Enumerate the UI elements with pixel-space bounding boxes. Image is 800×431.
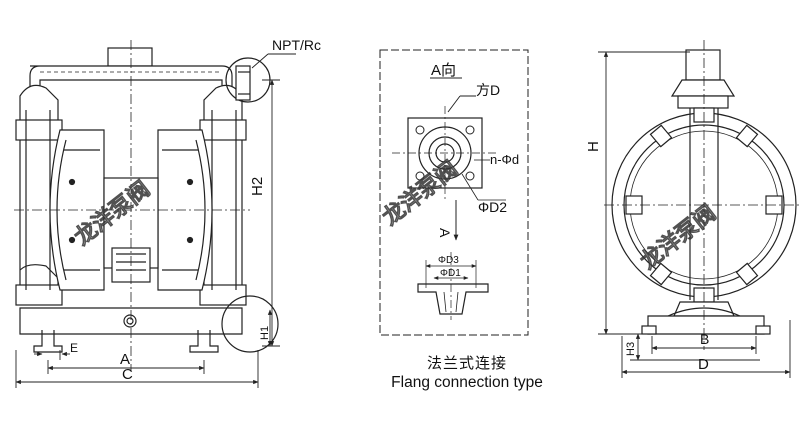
caption-en: Flang connection type	[391, 374, 543, 391]
h1-label: H1	[259, 326, 271, 340]
h3-label: H3	[625, 342, 637, 356]
outlet-detail-circle	[221, 295, 279, 353]
a-label: A	[120, 351, 130, 368]
front-dimensions	[15, 53, 296, 388]
holes-label: n-Φd	[490, 152, 519, 167]
flange-detail-frame	[379, 49, 529, 336]
side-base	[641, 301, 771, 335]
b-label: B	[700, 331, 709, 347]
side-top-outlet	[670, 49, 736, 109]
flange-section	[417, 283, 489, 315]
left-column	[15, 84, 63, 306]
c-label: C	[122, 366, 133, 383]
h2-label: H2	[249, 177, 266, 196]
front-view	[14, 40, 279, 370]
d3-label: ΦD3	[438, 255, 459, 266]
d1-label: ΦD1	[440, 268, 461, 279]
side-dimensions	[598, 51, 791, 378]
bottom-manifold	[19, 307, 243, 353]
side-labels: H H3 B D	[585, 141, 709, 373]
flange-labels: A向 方D n-Φd ΦD2 A ΦD3 ΦD1	[431, 62, 519, 279]
d-label: D	[698, 356, 709, 373]
side-view	[604, 40, 800, 350]
square-d-label: 方D	[476, 82, 500, 98]
flange-detail	[379, 49, 529, 336]
arrow-a-label: A	[437, 228, 453, 238]
watermark-side: 龙洋泵阀	[636, 200, 721, 274]
thread-label: NPT/Rc	[272, 37, 321, 53]
front-labels: NPT/Rc H2 H1 E A C	[70, 37, 321, 383]
view-a-label: A向	[431, 62, 456, 79]
d2-label: ΦD2	[478, 199, 507, 215]
e-label: E	[70, 341, 78, 355]
watermark-flange: 龙洋泵阀	[378, 156, 463, 230]
caption-cn: 法兰式连接	[426, 355, 507, 372]
h-label: H	[585, 141, 602, 152]
